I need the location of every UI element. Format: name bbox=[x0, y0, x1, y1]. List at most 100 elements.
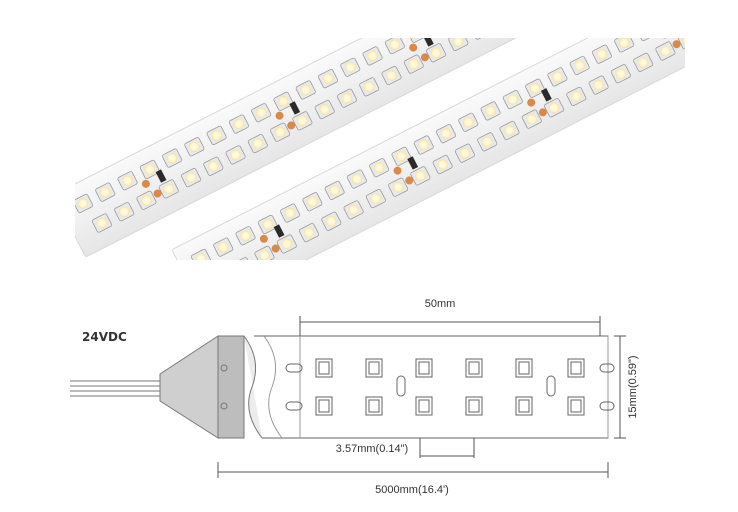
led-chip bbox=[299, 223, 320, 243]
led-chips bbox=[190, 10, 685, 288]
led-chip bbox=[458, 112, 479, 132]
led-chip bbox=[321, 211, 342, 231]
led-chip bbox=[480, 101, 501, 121]
led-chip bbox=[477, 132, 498, 152]
led-chip bbox=[276, 234, 297, 254]
led-chip bbox=[359, 77, 380, 97]
led-chip bbox=[273, 91, 294, 111]
led-chip bbox=[340, 57, 361, 77]
led-chip bbox=[203, 156, 224, 176]
led-chip bbox=[117, 171, 138, 191]
led-chip bbox=[225, 145, 246, 165]
led-chip bbox=[502, 90, 523, 110]
led-chip bbox=[257, 214, 278, 235]
led-chip bbox=[362, 46, 383, 66]
led-footprint bbox=[515, 396, 533, 416]
strip-photo-right bbox=[172, 10, 685, 288]
resistor bbox=[393, 156, 419, 185]
led-chip bbox=[270, 122, 291, 142]
led-chip bbox=[158, 179, 179, 199]
total-length-label: 5000mm(16.4') bbox=[375, 484, 449, 496]
led-chip bbox=[614, 38, 635, 53]
led-chip bbox=[75, 193, 94, 214]
led-chip bbox=[432, 154, 453, 175]
led-chip bbox=[544, 98, 565, 118]
led-footprint bbox=[465, 396, 483, 416]
led-chip bbox=[451, 1, 472, 21]
led-footprint bbox=[315, 358, 333, 378]
led-chip bbox=[429, 12, 450, 32]
led-chip bbox=[213, 237, 234, 257]
led-chip bbox=[190, 248, 212, 260]
dim-width bbox=[614, 335, 626, 439]
end-cap bbox=[159, 335, 263, 439]
led-chip bbox=[346, 169, 367, 189]
led-chip bbox=[474, 0, 495, 9]
led-chip bbox=[426, 43, 447, 63]
led-chip bbox=[95, 182, 116, 202]
dim-total-length bbox=[217, 462, 609, 478]
resistor bbox=[660, 38, 681, 49]
led-chip bbox=[388, 177, 409, 197]
led-chip bbox=[280, 203, 301, 223]
led-chip bbox=[569, 55, 590, 76]
led-chip bbox=[343, 200, 364, 220]
led-chip bbox=[114, 202, 135, 222]
led-chip bbox=[292, 111, 313, 131]
led-chip bbox=[537, 0, 558, 6]
led-chip bbox=[610, 64, 631, 84]
led-chip bbox=[470, 38, 491, 40]
led-chip bbox=[254, 245, 275, 260]
resistor bbox=[409, 38, 434, 62]
led-chip bbox=[314, 99, 335, 120]
led-chip bbox=[228, 114, 249, 134]
led-chip bbox=[235, 226, 256, 246]
led-chip bbox=[251, 103, 272, 123]
resistor bbox=[259, 224, 285, 253]
led-chip bbox=[547, 67, 568, 87]
led-chip bbox=[413, 135, 434, 155]
led-chip bbox=[181, 168, 202, 188]
led-footprint bbox=[365, 396, 383, 416]
led-chip bbox=[410, 166, 431, 186]
led-footprint bbox=[415, 358, 433, 378]
led-chip bbox=[591, 44, 612, 64]
led-chip bbox=[384, 38, 405, 55]
led-chip bbox=[210, 268, 231, 288]
led-chip bbox=[184, 137, 205, 157]
led-chip bbox=[369, 158, 390, 178]
led-footprint bbox=[415, 396, 433, 416]
led-footprint bbox=[315, 396, 333, 416]
led-chip bbox=[139, 159, 160, 180]
led-chip bbox=[566, 86, 587, 106]
voltage-label: 24VDC bbox=[82, 330, 127, 344]
led-chip bbox=[633, 52, 654, 72]
power-wires bbox=[70, 380, 160, 397]
led-footprint bbox=[465, 358, 483, 378]
led-chip bbox=[677, 38, 685, 50]
led-chip bbox=[324, 180, 345, 200]
led-chip bbox=[435, 124, 457, 144]
led-chips bbox=[75, 0, 558, 233]
led-footprint bbox=[567, 396, 585, 416]
led-chip bbox=[448, 38, 469, 51]
led-chip bbox=[136, 190, 157, 210]
strip-photo-left bbox=[75, 0, 585, 257]
led-chip bbox=[206, 125, 227, 145]
led-chip bbox=[317, 69, 339, 89]
resistor bbox=[527, 88, 552, 117]
resistor bbox=[141, 169, 167, 198]
led-chip bbox=[454, 143, 475, 163]
led-spacing-label: 3.57mm(0.14") bbox=[336, 443, 408, 455]
segment-length-label: 50mm bbox=[425, 298, 456, 310]
strip-photo bbox=[75, 0, 685, 288]
led-chip bbox=[365, 188, 386, 209]
led-chip bbox=[658, 10, 679, 30]
led-footprint bbox=[515, 358, 533, 378]
led-footprint bbox=[365, 358, 383, 378]
led-chip bbox=[521, 109, 542, 129]
led-chip bbox=[336, 88, 357, 108]
led-chip bbox=[499, 120, 520, 141]
led-footprints bbox=[315, 358, 585, 416]
